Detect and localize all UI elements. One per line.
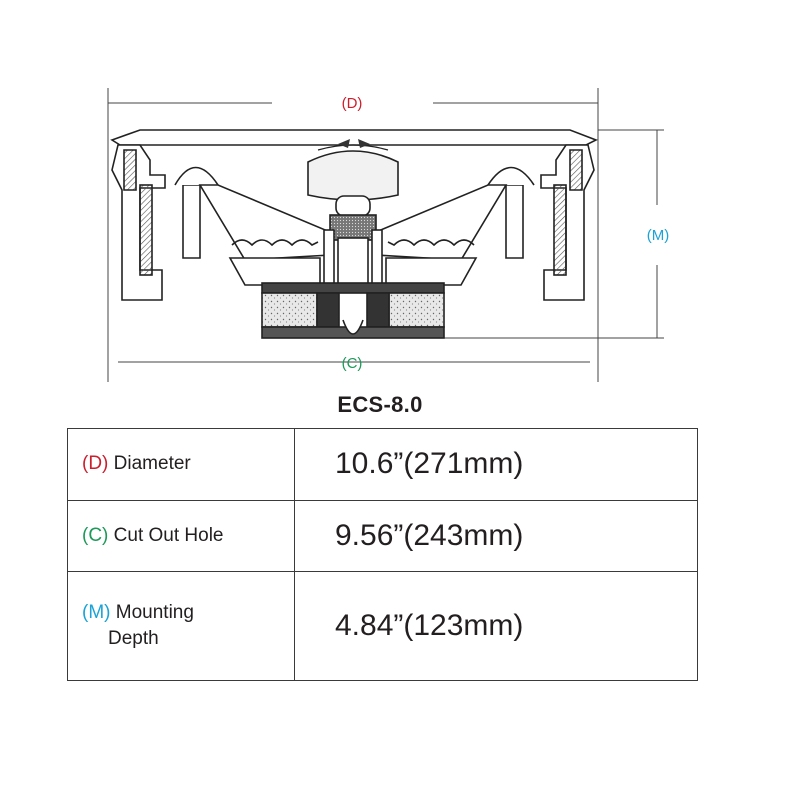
diameter-dimension-line [107, 88, 599, 382]
depth-label: (M) [647, 227, 670, 244]
spec-label-cell: (M) Mounting Depth [67, 571, 295, 681]
spec-name-diameter: Diameter [113, 453, 191, 475]
cutout-label: (C) [342, 355, 363, 372]
speaker-cone [198, 184, 508, 286]
table-row: (M) Mounting Depth 4.84”(123mm) [67, 571, 698, 681]
spec-label-cell: (C) Cut Out Hole [67, 499, 295, 573]
spec-table: (D) Diameter 10.6”(271mm) (C) Cut Out Ho… [67, 428, 698, 681]
magnet-assembly [261, 282, 445, 339]
speaker-surround [174, 166, 535, 186]
model-title: ECS-8.0 [337, 392, 423, 417]
table-row: (D) Diameter 10.6”(271mm) [67, 428, 698, 501]
spec-name-cutout: Cut Out Hole [113, 525, 224, 547]
spec-letter-depth: (M) [82, 602, 111, 624]
spec-letter-diameter: (D) [82, 453, 109, 475]
spec-label-cell: (D) Diameter [67, 428, 295, 501]
spec-value-cutout: 9.56”(243mm) [294, 499, 698, 573]
speaker-cross-section-diagram: (D) (M) (C) [107, 88, 670, 382]
speaker-body [110, 129, 598, 301]
spec-name-depth-line1: Mounting [115, 602, 194, 624]
spec-value-depth: 4.84”(123mm) [294, 571, 698, 681]
spec-name-depth-line2: Depth [108, 628, 159, 650]
diameter-label: (D) [342, 95, 363, 112]
spec-value-diameter: 10.6”(271mm) [294, 428, 698, 501]
table-row: (C) Cut Out Hole 9.56”(243mm) [67, 499, 698, 573]
tweeter [307, 139, 399, 241]
spec-letter-cutout: (C) [82, 525, 109, 547]
depth-dimension-line [440, 129, 664, 339]
